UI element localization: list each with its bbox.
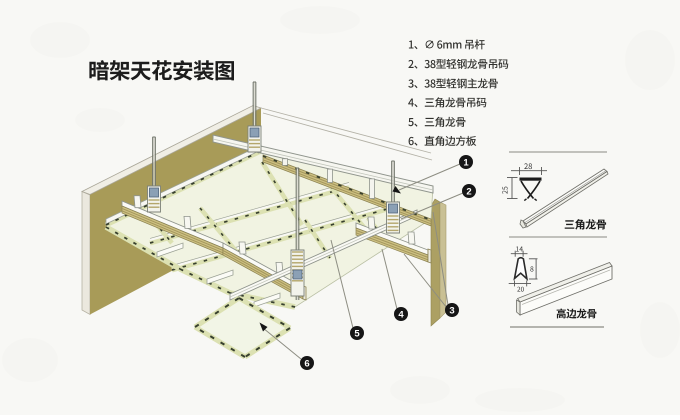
svg-text:5: 5 [354, 328, 360, 339]
svg-text:3: 3 [449, 305, 454, 316]
svg-text:4: 4 [398, 309, 404, 320]
svg-text:6: 6 [304, 358, 309, 369]
svg-text:1: 1 [463, 157, 469, 168]
svg-text:2: 2 [466, 186, 471, 197]
